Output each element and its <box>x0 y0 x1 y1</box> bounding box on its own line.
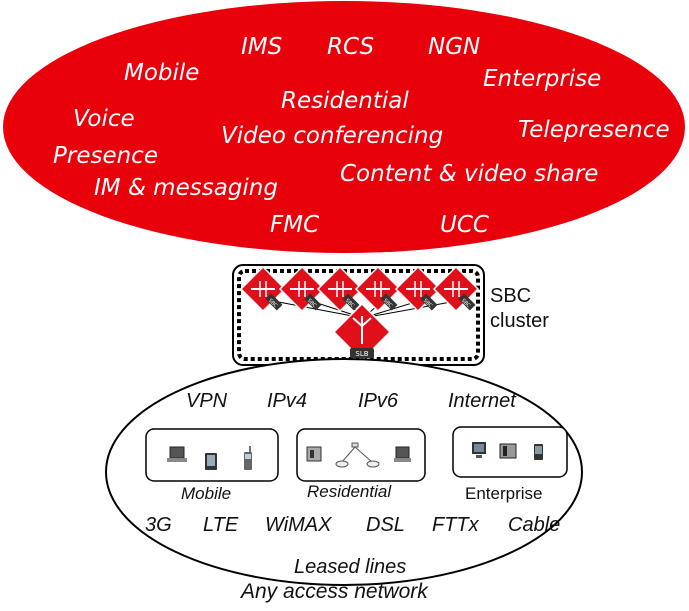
service-fmc: FMC <box>270 212 320 238</box>
network-internet: Internet <box>448 390 516 412</box>
sbc-node-label: SBC <box>344 298 356 310</box>
service-presence: Presence <box>53 143 158 169</box>
access-caption: Any access network <box>241 580 428 603</box>
sbc-node: SBC <box>316 265 364 313</box>
access-leased-lines: Leased lines <box>294 556 407 578</box>
smartphone-icon <box>534 444 543 460</box>
access-dsl: DSL <box>366 514 405 536</box>
sbc-node-label: SBC <box>382 298 394 310</box>
sbc-node: SBC <box>278 265 326 313</box>
sbc-node-label: SBC <box>306 298 318 310</box>
services-ellipse <box>3 1 685 253</box>
tablet-icon <box>205 453 217 470</box>
home-network-icon <box>335 442 380 468</box>
service-ims: IMS <box>241 34 283 60</box>
service-voice: Voice <box>73 106 135 132</box>
sbc-node: SBC <box>239 265 287 313</box>
service-ucc: UCC <box>440 212 489 238</box>
sbc-cluster-label-line1: SBC <box>490 285 532 307</box>
sbc-node-label: SBC <box>460 298 472 310</box>
residential-box <box>296 428 426 482</box>
desktop-icon <box>472 442 486 458</box>
sbc-node: SBC <box>394 265 442 313</box>
access-wimax: WiMAX <box>265 514 332 536</box>
access-lte: LTE <box>203 514 239 536</box>
group-label-mobile: Mobile <box>181 484 232 503</box>
service-enterprise: Enterprise <box>483 66 602 92</box>
sbc-cluster-label-line2: cluster <box>490 310 549 332</box>
slb-node-label: SLB <box>355 350 368 358</box>
residential-laptop-icon <box>394 446 411 462</box>
service-telepresence: Telepresence <box>518 117 670 143</box>
service-video-conferencing: Video conferencing <box>221 123 444 149</box>
sbc-node: SBC <box>354 265 402 313</box>
network-vpn: VPN <box>186 390 228 412</box>
service-im-messaging: IM & messaging <box>94 175 278 201</box>
desk-phone-icon <box>306 446 322 462</box>
service-ngn: NGN <box>428 34 481 60</box>
ip-phone-icon <box>499 443 517 459</box>
group-label-residential: Residential <box>307 482 392 501</box>
service-mobile: Mobile <box>124 60 200 86</box>
sbc-node-label: SBC <box>267 298 279 310</box>
access-fttx: FTTx <box>432 514 479 536</box>
sbc-node-label: SBC <box>422 298 434 310</box>
service-residential: Residential <box>281 88 409 114</box>
sbc-nodes: SBC SBC SBC SBC <box>239 265 480 313</box>
service-content-video-share: Content & video share <box>340 161 599 187</box>
access-3g: 3G <box>145 514 172 536</box>
network-ipv6: IPv6 <box>358 390 399 412</box>
laptop-icon <box>167 446 187 462</box>
group-label-enterprise: Enterprise <box>465 484 543 503</box>
network-ipv4: IPv4 <box>267 390 308 412</box>
service-rcs: RCS <box>327 34 375 60</box>
sbc-node: SBC <box>432 265 480 313</box>
cellphone-icon <box>244 446 252 470</box>
access-cable: Cable <box>508 514 561 536</box>
